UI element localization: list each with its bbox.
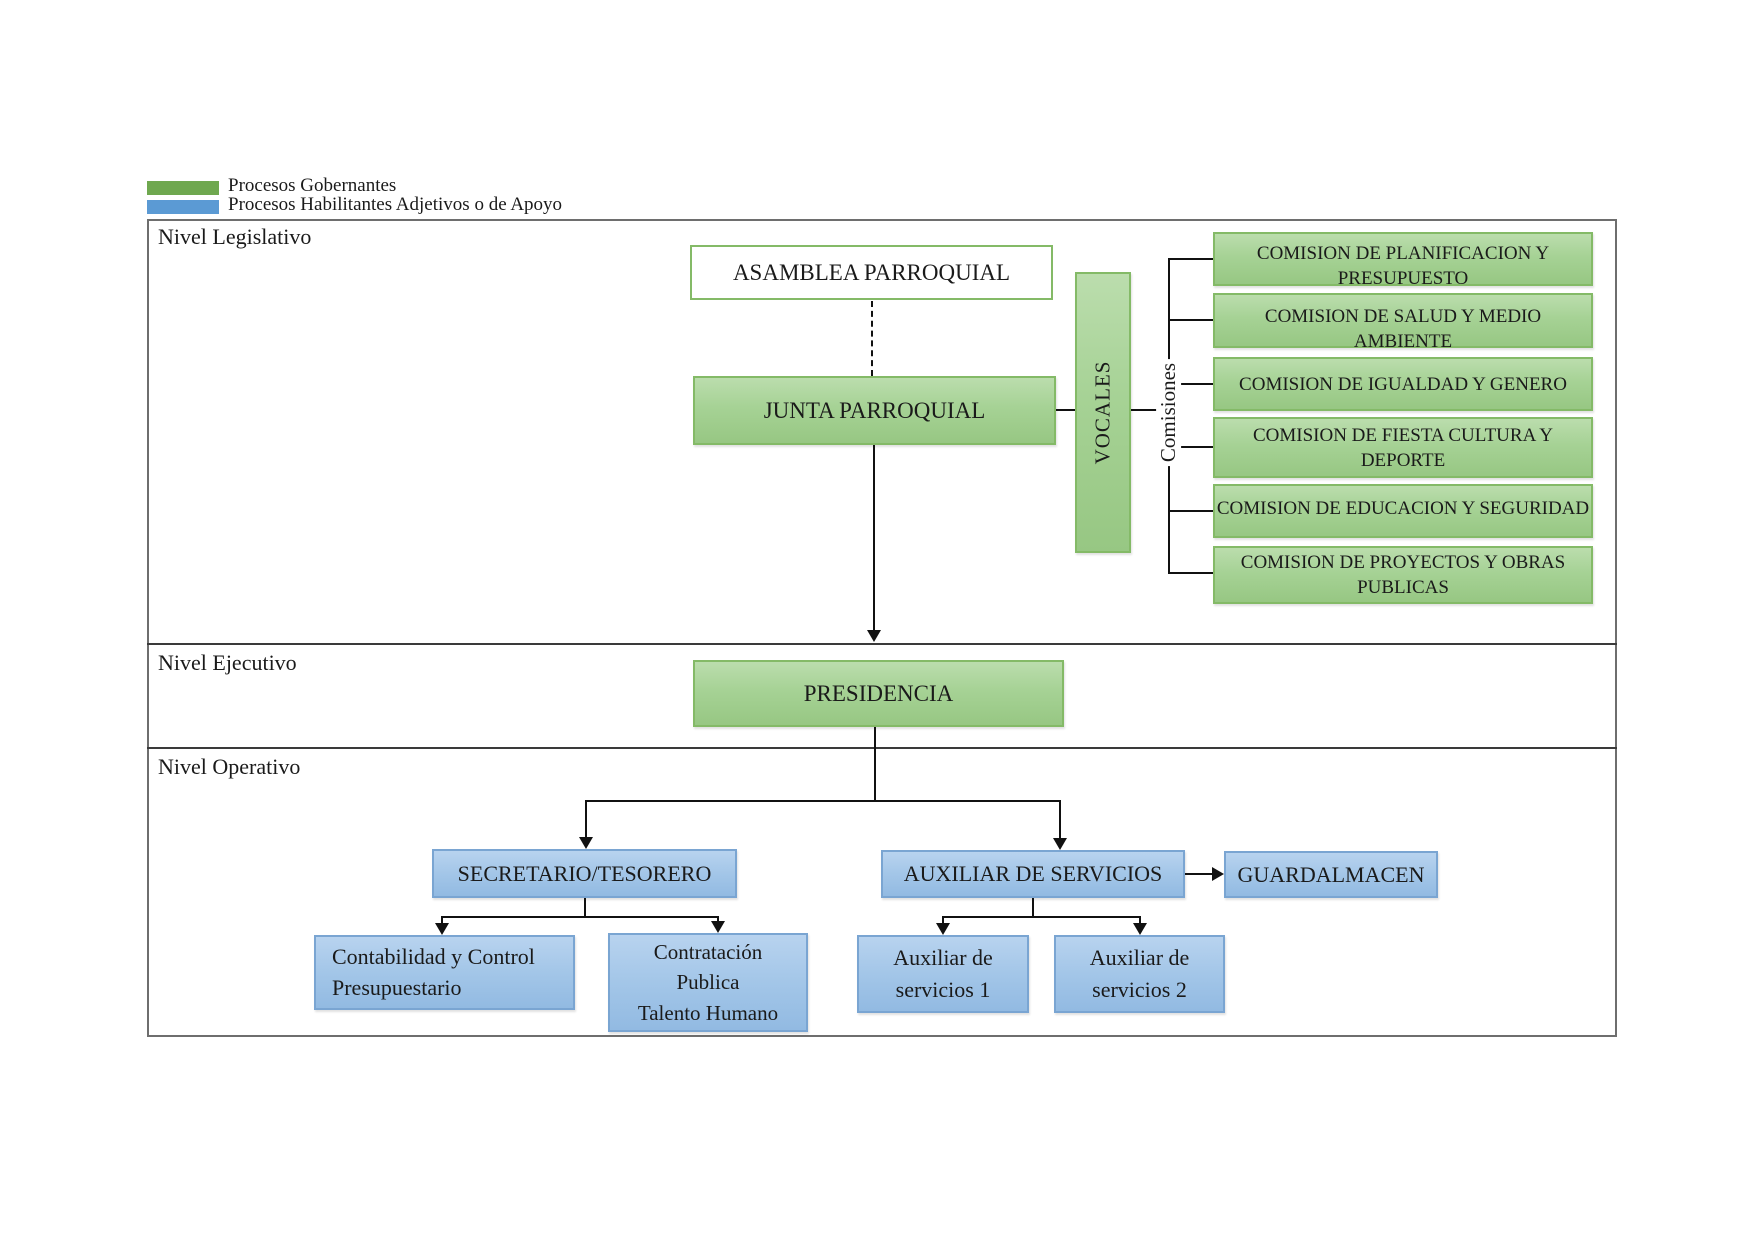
legend-label-governing: Procesos Gobernantes xyxy=(228,175,397,196)
arm-auxiliar xyxy=(1059,800,1061,839)
branch-commission-5 xyxy=(1169,510,1213,512)
legend-swatch-support xyxy=(147,200,219,214)
node-comision-salud: COMISION DE SALUD Y MEDIO AMBIENTE xyxy=(1213,293,1593,352)
node-junta-parroquial: JUNTA PARROQUIAL xyxy=(693,376,1056,445)
arrowhead-auxiliar-1 xyxy=(936,923,950,935)
vocales-label: VOCALES xyxy=(1090,360,1115,465)
connector-asamblea-junta-dashed xyxy=(871,301,873,376)
node-secretario-tesorero: SECRETARIO/TESORERO xyxy=(432,849,737,898)
node-asamblea-parroquial: ASAMBLEA PARROQUIAL xyxy=(690,245,1053,300)
connector-presidencia-down xyxy=(874,727,876,800)
arrowhead-guardalmacen xyxy=(1212,867,1224,881)
arrowhead-auxiliar xyxy=(1053,838,1067,850)
comisiones-label: Comisiones xyxy=(1156,358,1182,466)
arrowhead-secretario xyxy=(579,837,593,849)
connector-junta-presidencia xyxy=(873,445,875,631)
divider-executive-level xyxy=(147,643,1617,645)
arrowhead-contratacion xyxy=(711,921,725,933)
arrowhead-auxiliar-2 xyxy=(1133,923,1147,935)
node-comision-igualdad: COMISION DE IGUALDAD Y GENERO xyxy=(1213,357,1593,411)
section-label-executive: Nivel Ejecutivo xyxy=(158,650,297,675)
branch-commission-2 xyxy=(1169,319,1213,321)
split-bar-auxiliar xyxy=(942,916,1141,918)
node-auxiliar-servicios-1: Auxiliar de servicios 1 xyxy=(857,935,1029,1013)
arm-auxiliar-2 xyxy=(1139,916,1141,924)
divider-operative-level xyxy=(147,747,1617,749)
node-comision-proyectos: COMISION DE PROYECTOS Y OBRAS PUBLICAS xyxy=(1213,546,1593,604)
branch-commission-6 xyxy=(1169,572,1213,574)
arm-contabilidad xyxy=(441,916,443,924)
split-bar-secretario xyxy=(441,916,719,918)
arrowhead-contabilidad xyxy=(435,923,449,935)
node-comision-educacion: COMISION DE EDUCACION Y SEGURIDAD xyxy=(1213,484,1593,538)
connector-vocales-comisiones xyxy=(1131,409,1169,411)
arm-contratacion xyxy=(717,916,719,922)
node-contratacion: Contratación Publica Talento Humano xyxy=(608,933,808,1032)
legend-label-support: Procesos Habilitantes Adjetivos o de Apo… xyxy=(228,194,563,215)
arm-auxiliar-1 xyxy=(942,916,944,924)
branch-commission-1 xyxy=(1169,258,1213,260)
node-comision-fiesta: COMISION DE FIESTA CULTURA Y DEPORTE xyxy=(1213,417,1593,478)
legend-swatch-governing xyxy=(147,181,219,195)
section-label-legislative: Nivel Legislativo xyxy=(158,224,312,249)
branch-commission-3 xyxy=(1169,383,1213,385)
connector-junta-vocales xyxy=(1056,409,1075,411)
node-auxiliar-servicios: AUXILIAR DE SERVICIOS xyxy=(881,850,1185,898)
arrowhead-presidencia xyxy=(867,630,881,642)
branch-commission-4 xyxy=(1169,446,1213,448)
node-auxiliar-servicios-2: Auxiliar de servicios 2 xyxy=(1054,935,1225,1013)
comisiones-label-wrap: Comisiones xyxy=(1147,349,1191,475)
stub-auxiliar-down xyxy=(1032,898,1034,918)
node-presidencia: PRESIDENCIA xyxy=(693,660,1064,727)
chart-frame xyxy=(147,219,1617,1037)
arm-secretario xyxy=(585,800,587,838)
connector-auxiliar-guardalmacen xyxy=(1185,873,1213,875)
node-vocales: VOCALES xyxy=(1075,272,1131,553)
node-guardalmacen: GUARDALMACEN xyxy=(1224,851,1438,898)
split-bar-presidencia xyxy=(585,800,1061,802)
stub-secretario-down xyxy=(584,898,586,918)
section-label-operative: Nivel Operativo xyxy=(158,754,301,779)
node-contabilidad: Contabilidad y Control Presupuestario xyxy=(314,935,575,1010)
node-comision-planificacion: COMISION DE PLANIFICACION Y PRESUPUESTO xyxy=(1213,232,1593,286)
